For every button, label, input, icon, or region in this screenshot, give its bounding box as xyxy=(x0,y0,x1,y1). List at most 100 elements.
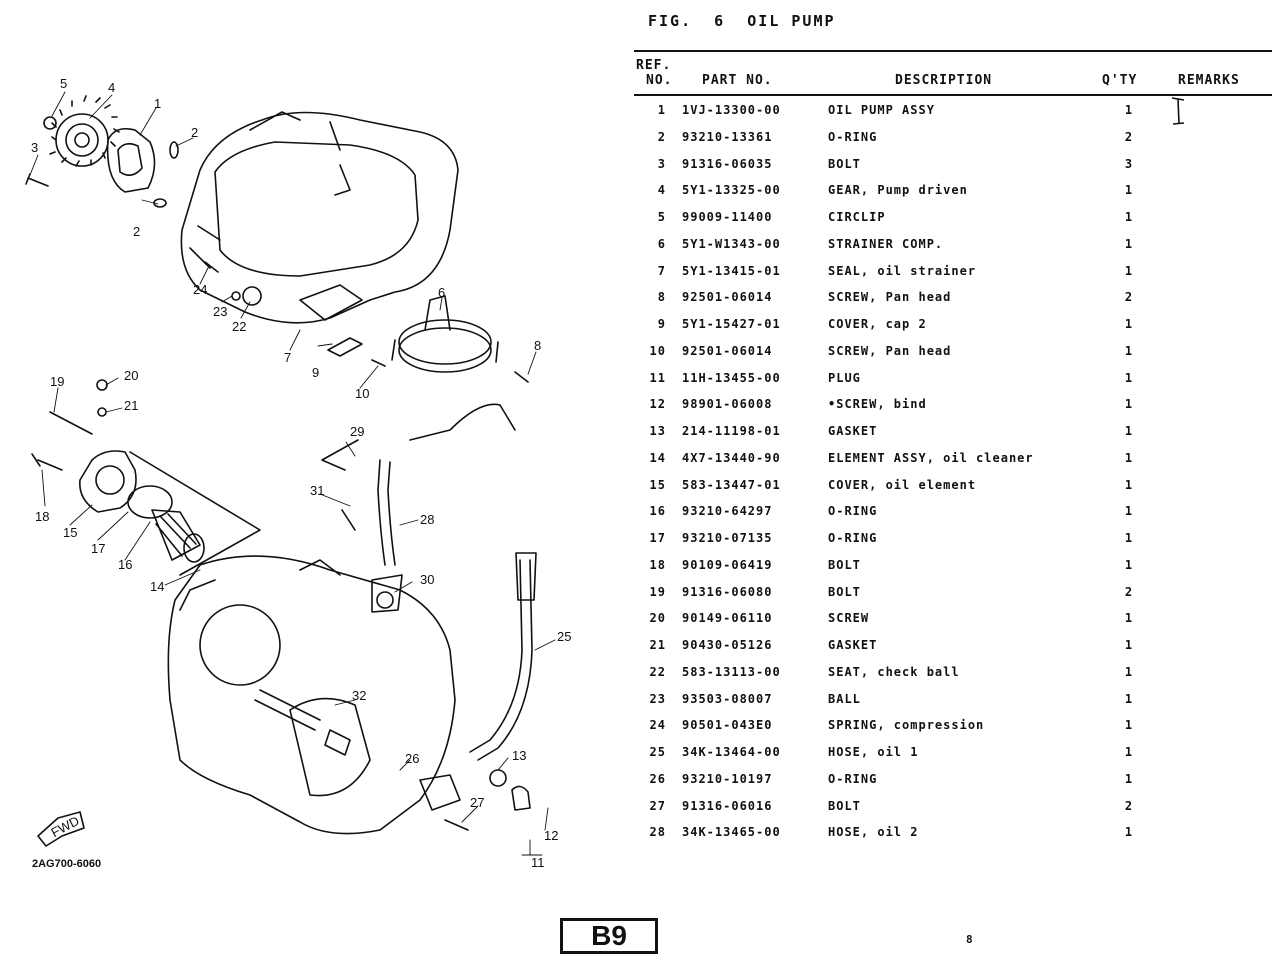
description-cell: COVER, cap 2 xyxy=(828,317,927,331)
quantity-cell: 1 xyxy=(1124,343,1134,358)
hose-25-drawing xyxy=(469,559,523,753)
description-cell: GEAR, Pump driven xyxy=(828,183,968,198)
quantity-cell: 1 xyxy=(1124,210,1134,224)
part-number-cell: 5Y1-13415-01 xyxy=(682,263,781,278)
part-number-cell: 91316-06080 xyxy=(682,584,773,599)
part-number-cell: 93210-07135 xyxy=(682,531,773,545)
ref-cell: 23 xyxy=(649,691,666,706)
callout-label: 5 xyxy=(60,76,67,91)
part-number-cell: 91316-06016 xyxy=(682,798,773,813)
part-number-cell: 34K-13465-00 xyxy=(682,825,781,840)
ref-cell: 10 xyxy=(649,343,666,358)
part-number-cell: 90149-06110 xyxy=(682,611,773,626)
quantity-cell: 1 xyxy=(1124,718,1134,733)
quantity-cell: 1 xyxy=(1124,477,1134,492)
quantity-cell: 1 xyxy=(1124,531,1134,545)
ref-cell: 17 xyxy=(649,531,666,545)
ref-cell: 2 xyxy=(657,129,666,144)
ref-cell: 7 xyxy=(657,263,666,278)
callout-label: 2 xyxy=(133,224,140,239)
callout-label: 2 xyxy=(191,125,198,140)
table-top-rule xyxy=(634,50,1272,52)
quantity-cell: 1 xyxy=(1124,664,1134,679)
col-header-description: DESCRIPTION xyxy=(895,73,993,88)
callout-label: 14 xyxy=(150,579,164,594)
description-cell: BOLT xyxy=(828,584,861,599)
description-cell: BOLT xyxy=(828,798,861,813)
callout-label: 4 xyxy=(108,80,115,95)
callout-label: 12 xyxy=(544,828,558,843)
ref-cell: 21 xyxy=(649,638,666,652)
callout-label: 10 xyxy=(355,386,369,401)
quantity-cell: 1 xyxy=(1124,557,1134,572)
description-cell: SCREW xyxy=(828,611,870,626)
quantity-cell: 1 xyxy=(1124,771,1134,786)
col-header-qty: Q'TY xyxy=(1102,73,1138,88)
callout-label: 20 xyxy=(124,368,138,383)
quantity-cell: 1 xyxy=(1124,611,1134,626)
description-cell: ELEMENT ASSY, oil cleaner xyxy=(828,450,1034,465)
part-number-cell: 214-11198-01 xyxy=(682,424,781,438)
part-number-cell: 11H-13455-00 xyxy=(682,370,781,385)
ref-cell: 13 xyxy=(649,424,666,438)
part-number-cell: 5Y1-13325-00 xyxy=(682,183,781,198)
quantity-cell: 1 xyxy=(1124,638,1134,652)
section-tab: B9 xyxy=(560,918,658,954)
description-cell: SEAT, check ball xyxy=(828,664,960,679)
quantity-cell: 1 xyxy=(1124,236,1134,251)
callout-label: 9 xyxy=(312,365,319,380)
quantity-cell: 2 xyxy=(1124,290,1134,305)
quantity-cell: 1 xyxy=(1124,263,1134,278)
part-number-cell: 90430-05126 xyxy=(682,638,773,652)
description-cell: O-RING xyxy=(828,129,878,144)
part-number-cell: 91316-06035 xyxy=(682,156,773,171)
quantity-cell: 1 xyxy=(1124,825,1134,840)
part-number-cell: 93210-13361 xyxy=(682,129,773,144)
description-cell: OIL PUMP ASSY xyxy=(828,103,935,117)
callout-label: 26 xyxy=(405,751,419,766)
table-row: 20 90149-06110 SCREW 1 xyxy=(634,611,1272,637)
ref-cell: 5 xyxy=(657,210,666,224)
ref-cell: 15 xyxy=(649,477,666,492)
strainer-drawing xyxy=(391,295,499,373)
quantity-cell: 3 xyxy=(1124,156,1134,171)
quantity-cell: 1 xyxy=(1124,183,1134,198)
ref-cell: 4 xyxy=(657,183,666,198)
callout-label: 25 xyxy=(557,629,571,644)
crankcase-cover-drawing xyxy=(180,111,459,324)
callout-label: 11 xyxy=(531,855,545,870)
quantity-cell: 2 xyxy=(1124,129,1134,144)
ref-cell: 1 xyxy=(657,103,666,117)
callout-label: 16 xyxy=(118,557,132,572)
callout-label: 18 xyxy=(35,509,49,524)
quantity-cell: 1 xyxy=(1124,450,1134,465)
col-header-remarks: REMARKS xyxy=(1178,73,1240,88)
callout-label: 1 xyxy=(154,96,161,111)
page-number: 8 xyxy=(966,933,973,946)
oil-pump-drawing xyxy=(25,95,179,208)
ref-cell: 12 xyxy=(649,397,666,412)
part-number-cell: 93503-08007 xyxy=(682,691,773,706)
ref-cell: 28 xyxy=(649,825,666,840)
callout-label: 21 xyxy=(124,398,138,413)
callout-label: 30 xyxy=(420,572,434,587)
callout-label: 22 xyxy=(232,319,246,334)
description-cell: SCREW, Pan head xyxy=(828,290,952,305)
description-cell: O-RING xyxy=(828,504,878,519)
oil-filter-drawing xyxy=(31,379,261,576)
quantity-cell: 2 xyxy=(1124,584,1134,599)
ref-cell: 20 xyxy=(649,611,666,626)
